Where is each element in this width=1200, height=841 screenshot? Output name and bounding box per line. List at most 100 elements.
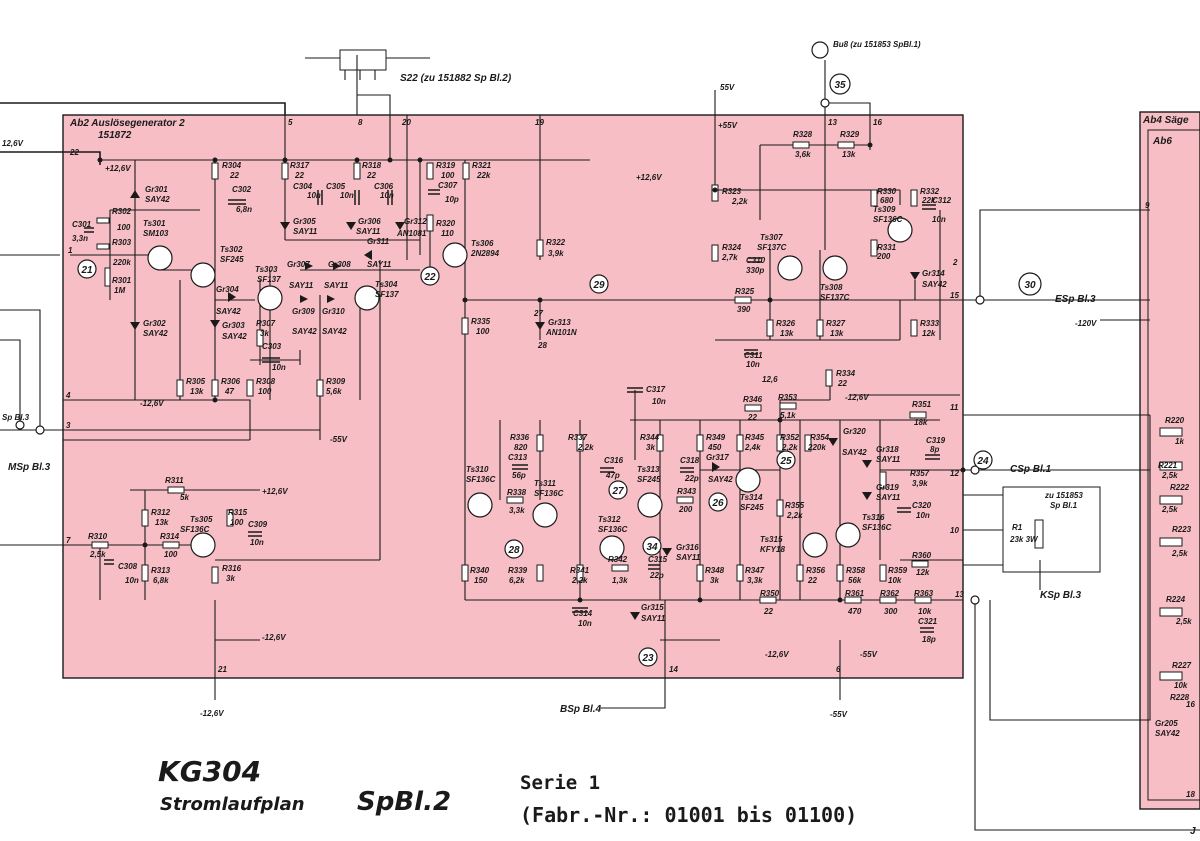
- gr302-ref: Gr302: [143, 319, 166, 328]
- c316-val: 47p: [605, 471, 620, 480]
- rail-p55: 55V: [720, 83, 735, 92]
- c318-val: 22p: [684, 474, 699, 483]
- r350-ref: R350: [760, 589, 780, 598]
- pin-19: 16: [1186, 700, 1195, 709]
- gr317-type: SAY42: [708, 475, 733, 484]
- r311-ref: R311: [165, 476, 184, 485]
- gr311-ref: Gr311: [367, 237, 390, 246]
- ts312-ref: Ts312: [598, 515, 621, 524]
- r336-ref: R336: [510, 433, 530, 442]
- ts311-type: SF136C: [534, 489, 564, 498]
- pin-8: 8: [358, 118, 363, 127]
- node-22-text: 22: [423, 272, 436, 283]
- r356-val: 22: [807, 576, 817, 585]
- gr302-type: SAY42: [143, 329, 168, 338]
- pin-10: 10: [950, 526, 959, 535]
- node-25-text: 25: [779, 456, 792, 467]
- ab6-board-frame: [1147, 129, 1200, 801]
- r318-val: 22: [366, 171, 376, 180]
- ab2-board-area: [62, 114, 964, 679]
- c317-val: 10n: [652, 397, 666, 406]
- rb-r222: R222: [1170, 483, 1190, 492]
- node-26-text: 26: [711, 498, 724, 509]
- gr310-type: SAY42: [322, 327, 347, 336]
- pin-18: 16: [873, 118, 882, 127]
- connector-pins: 22 5 8 20 19 13 16 9 1 4 3 7 21 14 6 15 …: [65, 118, 1195, 799]
- c320-ref: C320: [912, 501, 932, 510]
- r355-ref: R355: [785, 501, 805, 510]
- ts304-type: SF137: [375, 290, 399, 299]
- signal-m: MSp Bl.3: [8, 462, 51, 473]
- r318-ref: R318: [362, 161, 382, 170]
- r311-val: 5k: [180, 493, 189, 502]
- r304-ref: R304: [222, 161, 242, 170]
- rail-left-12v: 12,6V: [2, 139, 24, 148]
- node-35-text: 35: [834, 80, 846, 91]
- c313-val: 56p: [512, 471, 526, 480]
- diode-labels: Gr301 SAY42 Gr302 SAY42 Gr303 SAY42 Gr30…: [143, 185, 947, 623]
- c308-ref: C308: [118, 562, 138, 571]
- right-board-name: Ab4 Säge: [1142, 115, 1189, 126]
- c309-val: 10n: [250, 538, 264, 547]
- board-part-no: 151872: [98, 130, 132, 141]
- r353-val: 5,1k: [780, 411, 796, 420]
- r349-val: 450: [707, 443, 722, 452]
- rb-10k: 10k: [1174, 681, 1188, 690]
- board-name: Ab2 Auslösegenerator 2: [69, 118, 185, 129]
- c311-val: 10n: [746, 360, 760, 369]
- r356-ref: R356: [806, 566, 826, 575]
- r342-val: 1,3k: [612, 576, 628, 585]
- gr309-type: SAY42: [292, 327, 317, 336]
- r320-ref: R320: [436, 219, 456, 228]
- r302-ref: R302: [112, 207, 132, 216]
- c303-val: 10n: [272, 363, 286, 372]
- signal-c: CSp Bl.1: [1010, 464, 1052, 475]
- rail-m126-d: -12,6V: [845, 393, 869, 402]
- pin-22: 20: [401, 118, 411, 127]
- signal-spbl3-left: Sp Bl.3: [2, 413, 30, 422]
- rail-m126-c: -12,6V: [765, 650, 789, 659]
- c314-ref: C314: [573, 609, 593, 618]
- r358-val: 56k: [848, 576, 862, 585]
- ts304-ref: Ts304: [375, 280, 398, 289]
- gr305-type: SAY11: [293, 227, 318, 236]
- gr301-type: SAY42: [145, 195, 170, 204]
- r341-val: 2,2k: [571, 576, 588, 585]
- gr304-ref: Gr304: [216, 285, 239, 294]
- gr319-ref: Gr319: [876, 483, 899, 492]
- c302-ref: C302: [232, 185, 252, 194]
- r328-val: 3,6k: [795, 150, 811, 159]
- node-29-text: 29: [592, 280, 605, 291]
- gr315-type: SAY11: [641, 614, 666, 623]
- r339-ref: R339: [508, 566, 528, 575]
- node-25-marker: 25: [776, 450, 796, 470]
- node-21-marker: 21: [77, 259, 97, 279]
- r325-val: 390: [737, 305, 751, 314]
- ts314-ref: Ts314: [740, 493, 763, 502]
- gr314-ref: Gr314: [922, 269, 945, 278]
- gr311-type: SAY11: [367, 260, 392, 269]
- r355-val: 2,2k: [786, 511, 803, 520]
- gr303-type: SAY42: [222, 332, 247, 341]
- r307-ref: R307: [256, 319, 276, 328]
- c316-ref: C316: [604, 456, 624, 465]
- r335-ref: R335: [471, 317, 491, 326]
- r325-ref: R325: [735, 287, 755, 296]
- r351-ref: R351: [912, 400, 932, 409]
- r359-ref: R359: [888, 566, 908, 575]
- ts314-type: SF245: [740, 503, 764, 512]
- c308-val: 10n: [125, 576, 139, 585]
- ts308-type: SF137C: [820, 293, 850, 302]
- ts305-ref: Ts305: [190, 515, 213, 524]
- c304-ref: C304: [293, 182, 313, 191]
- r361-val: 470: [847, 607, 862, 616]
- c315-val: 22p: [649, 571, 664, 580]
- r338-val: 3,3k: [509, 506, 525, 515]
- pin-27: 27: [533, 309, 543, 318]
- node-34-text: 34: [646, 542, 658, 553]
- c305-val: 10n: [340, 191, 354, 200]
- gr304-type: SAY42: [216, 307, 241, 316]
- circled-node-markers: 21 22 23 24 25 26 27 28 29 30 34 35: [77, 73, 1042, 667]
- signal-labels: ESp Bl.3 MSp Bl.3 BSp Bl.4 CSp Bl.1 KSp …: [2, 40, 1096, 715]
- c309-ref: C309: [248, 520, 268, 529]
